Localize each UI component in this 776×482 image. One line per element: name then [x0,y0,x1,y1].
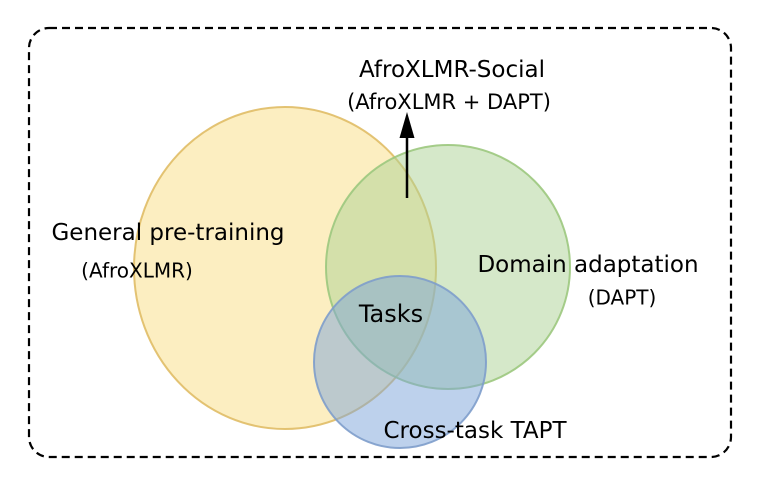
subtitle-afroxlmr-plus-dapt: (AfroXLMR + DAPT) [347,89,551,114]
label-cross-task-tapt: Cross-task TAPT [383,417,567,444]
sublabel-dapt: (DAPT) [587,285,657,310]
label-tasks: Tasks [358,300,424,329]
label-domain-adaptation: Domain adaptation [477,251,699,278]
dashed-border [27,26,733,459]
cross-task-circle [313,275,487,449]
title-afroxlmr-social: AfroXLMR-Social [359,56,545,83]
arrow-head-icon [399,112,415,138]
label-general-pretraining: General pre-training [51,219,285,246]
sublabel-afroxlmr: (AfroXLMR) [81,258,193,283]
